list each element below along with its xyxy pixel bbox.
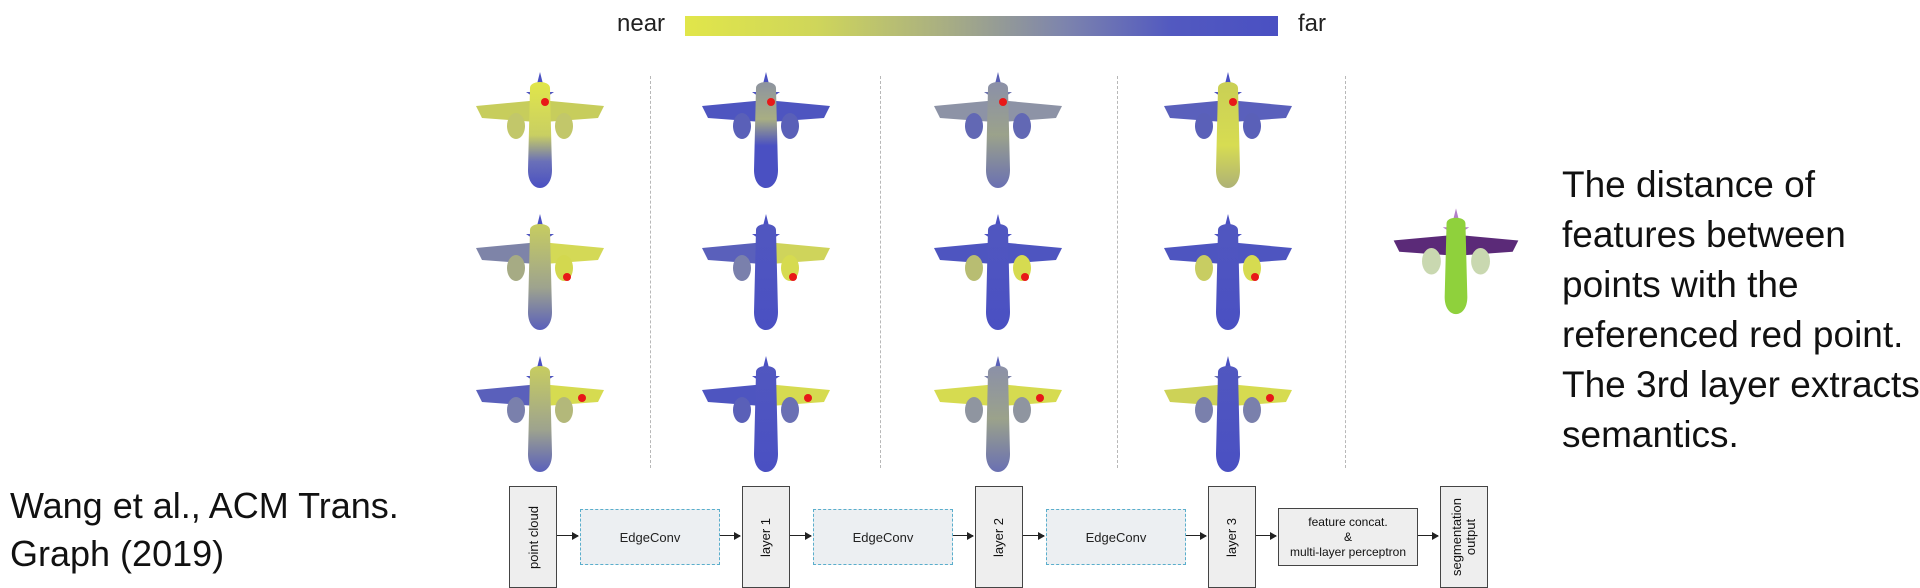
color-scale-bar	[685, 16, 1278, 36]
plane-r2-c3	[926, 212, 1070, 336]
pipeline-arrow	[790, 531, 812, 540]
edgeconv-label: EdgeConv	[1085, 529, 1147, 545]
feature-concat-box: feature concat. & multi-layer perceptron	[1278, 508, 1418, 566]
plane-r2-c2	[694, 212, 838, 336]
citation-text: Wang et al., ACM Trans. Graph (2019)	[10, 485, 399, 574]
column-separator	[1345, 76, 1346, 468]
pipeline-arrow	[720, 531, 741, 540]
layer-1-box: layer 1	[742, 486, 790, 588]
segmentation-output-box: segmentation output	[1440, 486, 1488, 588]
column-separator	[880, 76, 881, 468]
pipeline-arrow	[557, 531, 579, 540]
edgeconv-box-2: EdgeConv	[813, 509, 953, 565]
plane-r1-c2	[694, 70, 838, 194]
ampersand-label: &	[1343, 529, 1352, 544]
layer-2-label: layer 2	[991, 517, 1007, 557]
plane-r3-c1	[468, 354, 612, 478]
scale-near-label: near	[617, 10, 666, 37]
edgeconv-box-3: EdgeConv	[1046, 509, 1186, 565]
plane-r2-c1	[468, 212, 612, 336]
pipeline-arrow	[1256, 531, 1277, 540]
layer-3-label: layer 3	[1224, 517, 1240, 557]
column-separator	[1117, 76, 1118, 468]
caption-text: The distance of features between points …	[1562, 164, 1920, 455]
column-separator	[650, 76, 651, 468]
plane-r3-c2	[694, 354, 838, 478]
edgeconv-box-1: EdgeConv	[580, 509, 720, 565]
segmentation-output-label: segmentation output	[1449, 497, 1478, 577]
layer-2-box: layer 2	[975, 486, 1023, 588]
plane-r2-c4	[1156, 212, 1300, 336]
plane-r1-c4	[1156, 70, 1300, 194]
pipeline-arrow	[953, 531, 974, 540]
pipeline-arrow	[1418, 531, 1439, 540]
edgeconv-label: EdgeConv	[619, 529, 681, 545]
plane-r3-c3	[926, 354, 1070, 478]
scale-far-label: far	[1298, 10, 1327, 37]
plane-r1-c3	[926, 70, 1070, 194]
edgeconv-label: EdgeConv	[852, 529, 914, 545]
layer-1-label: layer 1	[758, 517, 774, 557]
point-cloud-label: point cloud	[525, 505, 541, 569]
pipeline-arrow	[1023, 531, 1045, 540]
plane-r3-c4	[1156, 354, 1300, 478]
mlp-label: multi-layer perceptron	[1289, 544, 1407, 559]
point-cloud-box: point cloud	[509, 486, 557, 588]
layer-3-box: layer 3	[1208, 486, 1256, 588]
plane-r1-c1	[468, 70, 612, 194]
segmentation-plane	[1388, 206, 1524, 324]
pipeline-arrow	[1186, 531, 1207, 540]
feature-concat-label: feature concat.	[1308, 514, 1388, 529]
